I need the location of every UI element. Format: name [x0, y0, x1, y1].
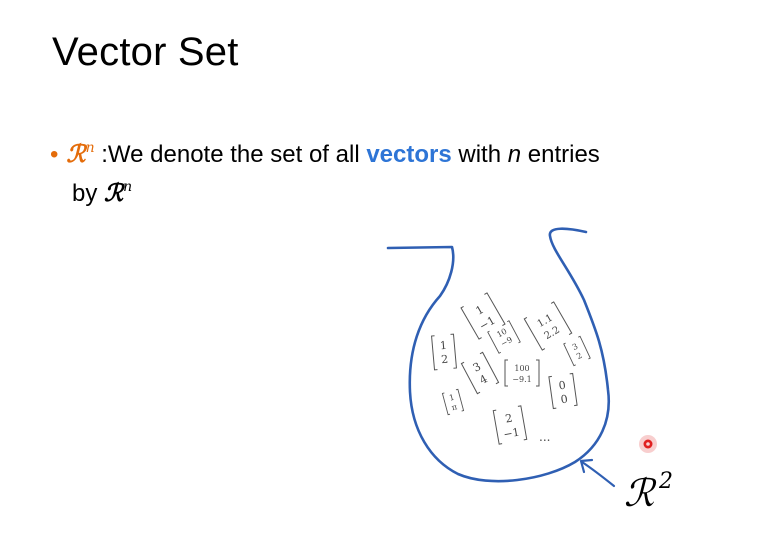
keyword-vectors: vectors: [366, 141, 452, 168]
svg-text:4: 4: [477, 372, 489, 387]
set-label-superscript: 2: [658, 469, 673, 494]
svg-text:2: 2: [504, 412, 513, 426]
vector-matrix: 1.1 2.2: [523, 301, 573, 351]
bullet-marker: •: [50, 141, 59, 168]
svg-text:2: 2: [575, 351, 583, 361]
vector-matrix: 1 2: [431, 333, 457, 371]
set-outline: [386, 227, 611, 483]
vector-matrix: 1 π: [441, 388, 465, 416]
svg-text:1: 1: [448, 393, 455, 403]
pointer-arrow: [580, 460, 616, 488]
vector-list: 1 −1 10 −9 1.1 2.2 3 2 1 2 3 4: [431, 292, 591, 445]
svg-text:0: 0: [560, 392, 569, 406]
svg-text:3: 3: [571, 342, 579, 352]
bullet-point: • ℛn :We denote the set of all vectors wi…: [50, 132, 750, 210]
svg-text:0: 0: [558, 379, 567, 393]
vector-matrix: 3 4: [460, 351, 500, 395]
laser-pointer-dot: [639, 435, 657, 453]
slide-title: Vector Set: [52, 30, 239, 74]
svg-text:1: 1: [473, 303, 486, 318]
svg-text:1: 1: [439, 339, 447, 353]
ellipsis: ...: [539, 430, 550, 444]
vector-matrix: 3 2: [563, 335, 591, 367]
bullet-line-2: by ℛn: [72, 178, 133, 207]
real-space-symbol: ℛn: [66, 139, 95, 168]
pointer-arrowhead: [579, 458, 594, 474]
svg-text:−1: −1: [502, 426, 520, 442]
real-space-symbol-2: ℛn: [104, 178, 133, 207]
svg-text:10: 10: [495, 327, 508, 340]
variable-n: n: [507, 141, 522, 168]
svg-text:−9.1: −9.1: [512, 375, 531, 384]
bullet-text-3: entries: [521, 141, 600, 168]
set-label: ℛ: [624, 471, 657, 515]
vector-matrix: 100 −9.1: [504, 359, 540, 387]
bullet-text-2: with: [451, 141, 508, 168]
svg-text:π: π: [451, 402, 458, 412]
bullet-text-1: :We denote the set of all: [94, 141, 367, 168]
vector-matrix: 0 0: [548, 372, 578, 410]
svg-text:100: 100: [514, 364, 529, 373]
svg-text:2: 2: [441, 353, 449, 367]
vector-matrix: 2 −1: [492, 405, 528, 445]
